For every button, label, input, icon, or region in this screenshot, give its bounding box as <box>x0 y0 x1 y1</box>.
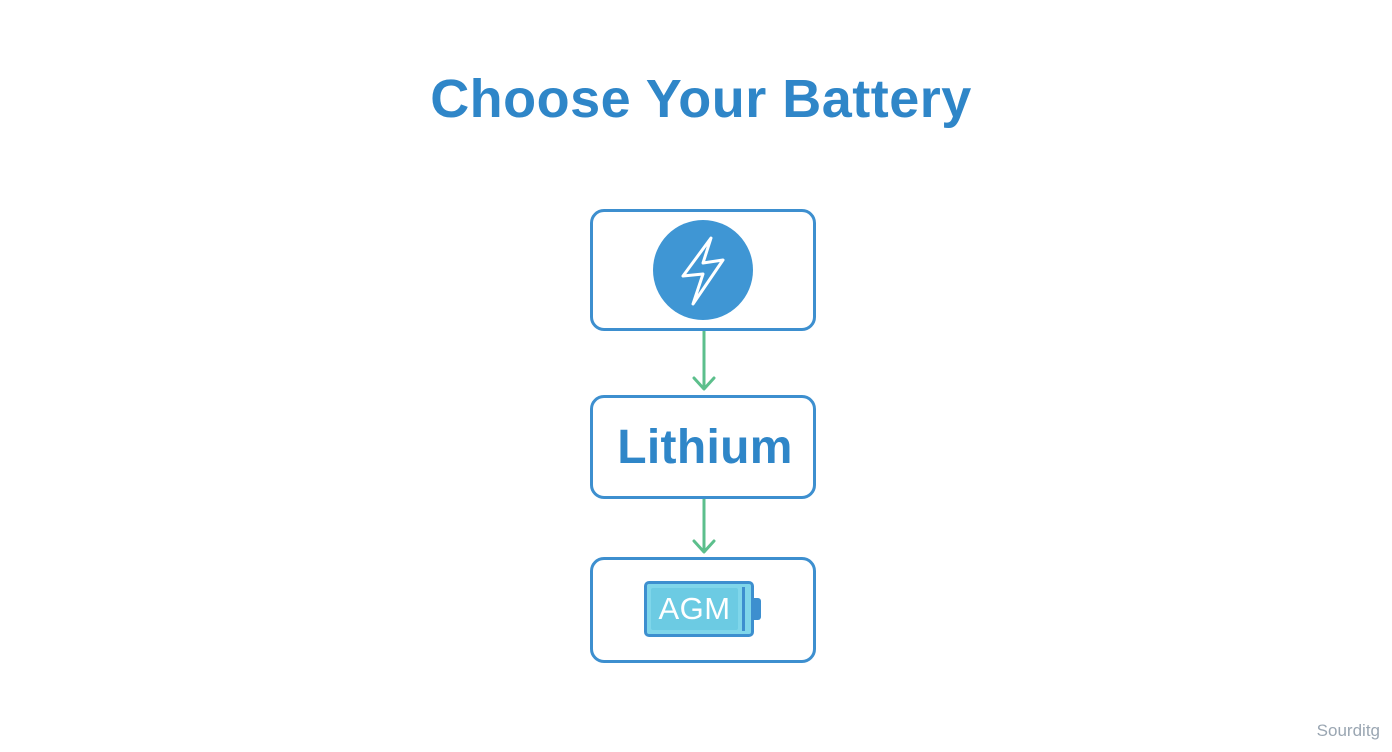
arrow-down-icon <box>692 331 716 391</box>
node-power <box>590 209 816 331</box>
node-agm: AGM <box>590 557 816 663</box>
watermark: Sourditg <box>1316 721 1380 740</box>
battery-icon: AGM <box>644 581 762 639</box>
node-label: Lithium <box>617 420 793 474</box>
node-label: AGM <box>651 588 738 630</box>
arrow-down-icon <box>692 499 716 554</box>
diagram-title: Choose Your Battery <box>430 69 972 129</box>
lightning-icon <box>653 220 753 320</box>
node-lithium: Lithium <box>590 395 816 499</box>
